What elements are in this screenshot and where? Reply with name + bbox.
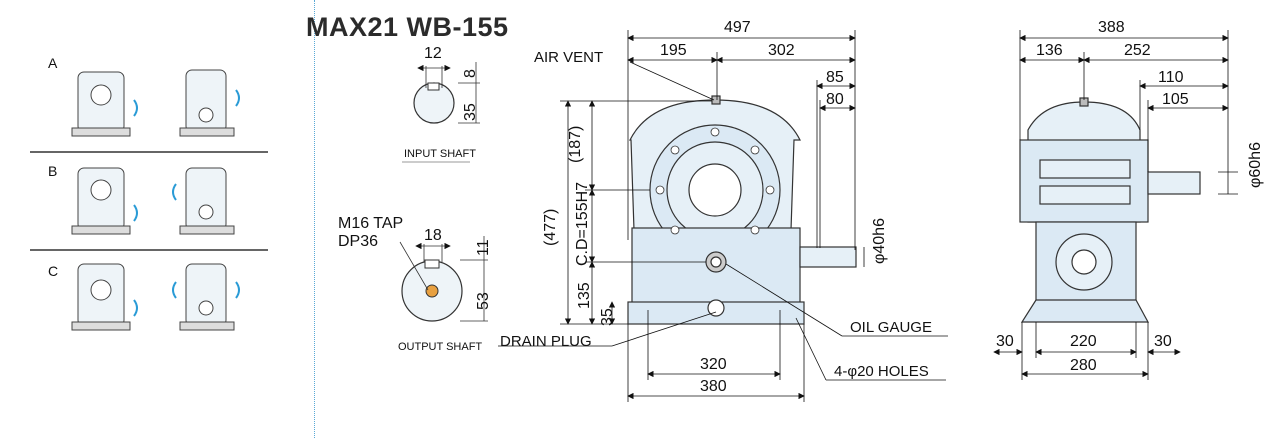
air-vent-callout: AIR VENT [534, 49, 603, 66]
front-dim-right-width: 302 [768, 42, 795, 59]
input-dim-dia: 35 [462, 103, 479, 121]
input-shaft-caption: INPUT SHAFT [404, 148, 476, 160]
mounting-label-a: A [48, 55, 58, 71]
side-dim-left-margin: 30 [996, 333, 1014, 350]
front-dim-total-height: (477) [542, 209, 559, 246]
oil-gauge-leader [725, 263, 843, 337]
output-shaft-caption: OUTPUT SHAFT [398, 341, 482, 353]
output-shaft-section [399, 236, 488, 322]
mounting-diagrams [30, 69, 268, 331]
air-vent-leader [629, 61, 715, 101]
front-dim-lower-height: 135 [576, 282, 593, 309]
mounting-a-side [179, 69, 235, 137]
front-dim-overall-width: 497 [724, 19, 751, 36]
holes-callout: 4-φ20 HOLES [834, 363, 929, 380]
output-dim-width: 18 [424, 227, 442, 244]
mounting-label-c: C [48, 263, 59, 279]
front-dim-upper-height: (187) [567, 126, 584, 163]
side-dim-overall-width: 388 [1098, 19, 1125, 36]
rotation-arrow-icon [133, 99, 138, 117]
front-dim-center-distance: C.D=155H7 [574, 182, 591, 266]
output-dim-keyway: 11 [475, 239, 492, 256]
rotation-arrow-icon [172, 183, 177, 201]
mounting-c-front [71, 263, 131, 331]
input-dim-keyway: 8 [462, 69, 479, 78]
side-dim-base-width: 280 [1070, 357, 1097, 374]
side-dim-left-width: 136 [1036, 42, 1063, 59]
holes-leader [795, 317, 827, 381]
front-view-dimensions [560, 30, 865, 402]
front-dim-base-length: 380 [700, 378, 727, 395]
output-dim-dia: 53 [475, 292, 492, 310]
rotation-arrow-icon [133, 299, 138, 317]
side-dim-shaft-ext-1: 110 [1158, 69, 1184, 86]
rotation-arrow-icon [235, 89, 240, 107]
rotation-arrow-icon [172, 281, 177, 299]
side-dim-bolt-span: 220 [1070, 333, 1097, 350]
mounting-b-side [179, 167, 235, 235]
input-dim-width: 12 [424, 45, 442, 62]
drain-plug-leader [611, 311, 717, 347]
front-dim-shaft-ext-2: 80 [826, 91, 844, 108]
side-dim-shaft-ext-2: 105 [1162, 91, 1189, 108]
mounting-c-side [179, 263, 235, 331]
front-dim-shaft-ext-1: 85 [826, 69, 844, 86]
front-view-gearbox [627, 95, 857, 325]
front-view-bolts [655, 127, 775, 235]
drawing-title: MAX21 WB-155 [306, 12, 509, 42]
front-dim-base-height: 35 [599, 308, 616, 326]
output-depth-label: DP36 [338, 233, 378, 250]
oil-gauge-callout: OIL GAUGE [850, 319, 932, 336]
panel-divider [314, 0, 315, 438]
rotation-arrow-icon [133, 204, 138, 222]
side-view-gearbox [1019, 97, 1201, 323]
mounting-b-front [71, 167, 131, 235]
side-dim-right-margin: 30 [1154, 333, 1172, 350]
front-dim-bolt-span: 320 [700, 356, 727, 373]
mounting-a-front [71, 71, 131, 137]
output-tap-label: M16 TAP [338, 215, 403, 232]
mounting-label-b: B [48, 163, 58, 179]
rotation-arrow-icon [235, 281, 240, 299]
input-shaft-section [413, 62, 480, 124]
side-dim-right-width: 252 [1124, 42, 1151, 59]
front-dim-shaft-dia: φ40h6 [871, 218, 888, 264]
side-view-dimensions [993, 30, 1238, 380]
side-dim-shaft-dia: φ60h6 [1247, 142, 1264, 188]
front-dim-left-width: 195 [660, 42, 687, 59]
drain-plug-callout: DRAIN PLUG [500, 333, 592, 350]
